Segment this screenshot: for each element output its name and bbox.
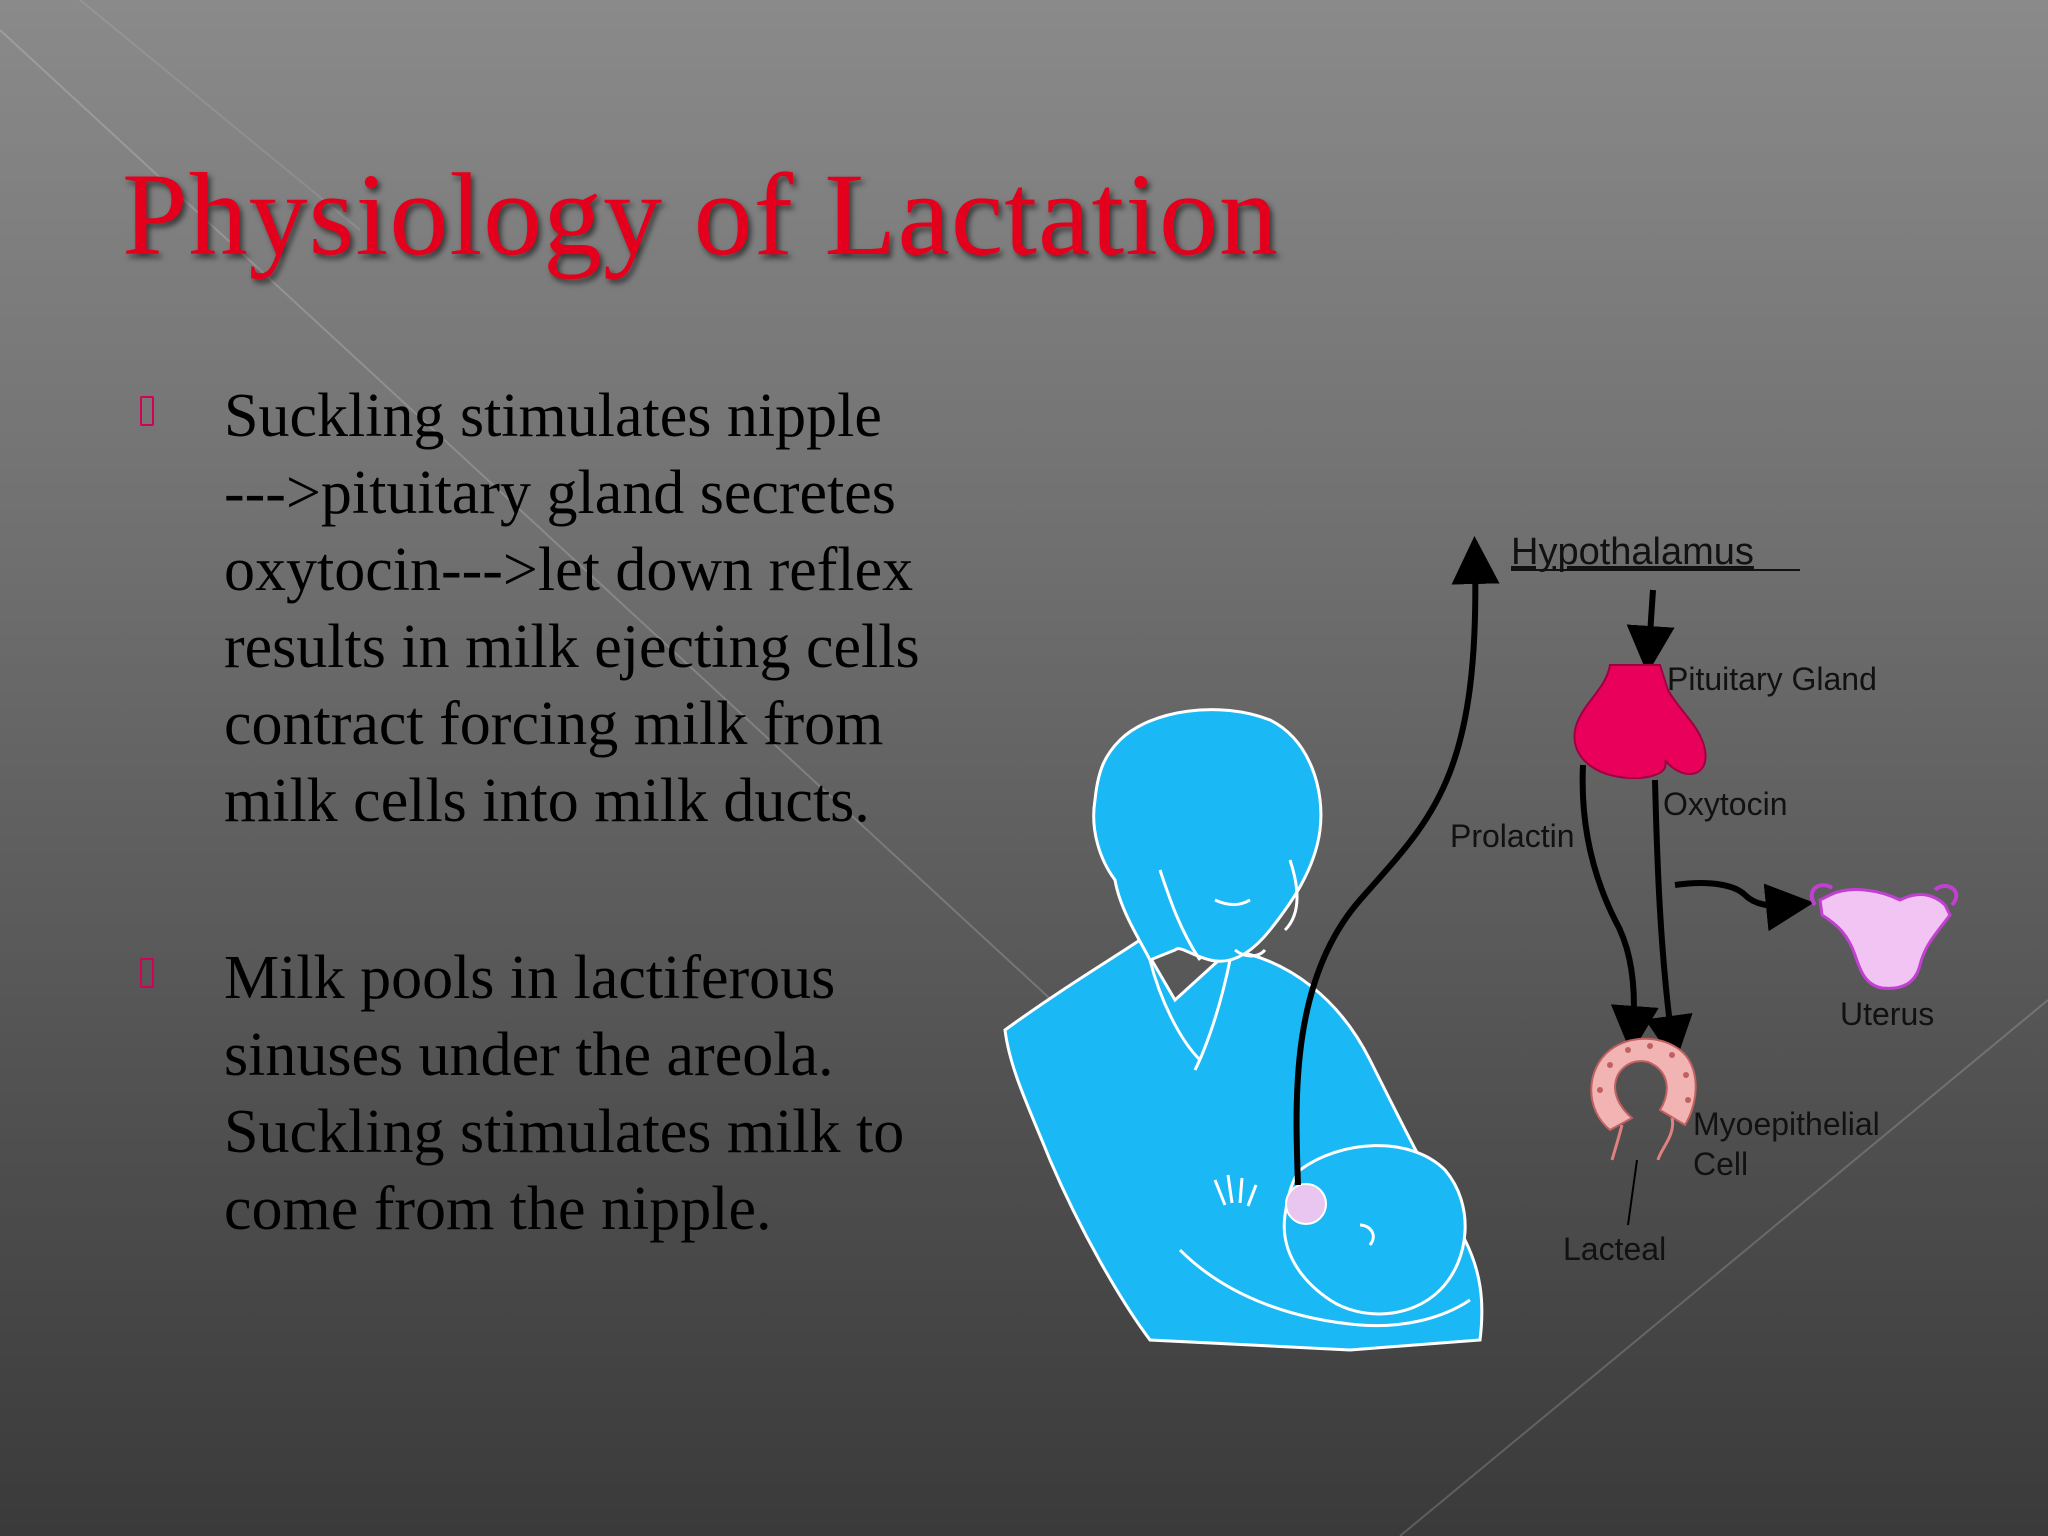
myoepithelial-cell-icon <box>1590 1037 1697 1161</box>
bullet-text: Milk pools in lactiferous sinuses under … <box>224 944 905 1243</box>
pituitary-gland-icon <box>1573 664 1707 780</box>
lacteal-label: Lacteal <box>1563 1231 1666 1267</box>
nerve-signal-arrow <box>1293 536 1500 1186</box>
pituitary-gland-label: Pituitary Gland <box>1667 661 1877 697</box>
myoepithelial-label-line1: Myoepithelial <box>1693 1106 1880 1142</box>
lactation-diagram: Hypothalamus Pituitary Gland Prolactin O… <box>1003 531 1959 1352</box>
bullet-text: Suckling stimulates nipple --->pituitary… <box>224 382 920 835</box>
slide-title: Physiology of Lactation <box>122 149 1279 280</box>
oxytocin-to-uterus-arrow <box>1674 880 1814 932</box>
bullet-marker-icon <box>140 396 154 426</box>
myoepithelial-label-line2: Cell <box>1693 1146 1748 1182</box>
oxytocin-label: Oxytocin <box>1663 786 1787 822</box>
mother-baby-illustration <box>1003 708 1484 1352</box>
uterus-icon <box>1809 883 1959 990</box>
bullet-marker-icon <box>140 958 154 988</box>
prolactin-label: Prolactin <box>1450 818 1575 854</box>
prolactin-arrow <box>1579 764 1659 1054</box>
hypothalamus-to-pituitary-arrow <box>1626 589 1675 674</box>
uterus-label: Uterus <box>1840 996 1934 1032</box>
areola-marker <box>1285 1183 1327 1225</box>
oxytocin-arrow <box>1645 779 1693 1064</box>
hypothalamus-label: Hypothalamus <box>1511 531 1754 573</box>
